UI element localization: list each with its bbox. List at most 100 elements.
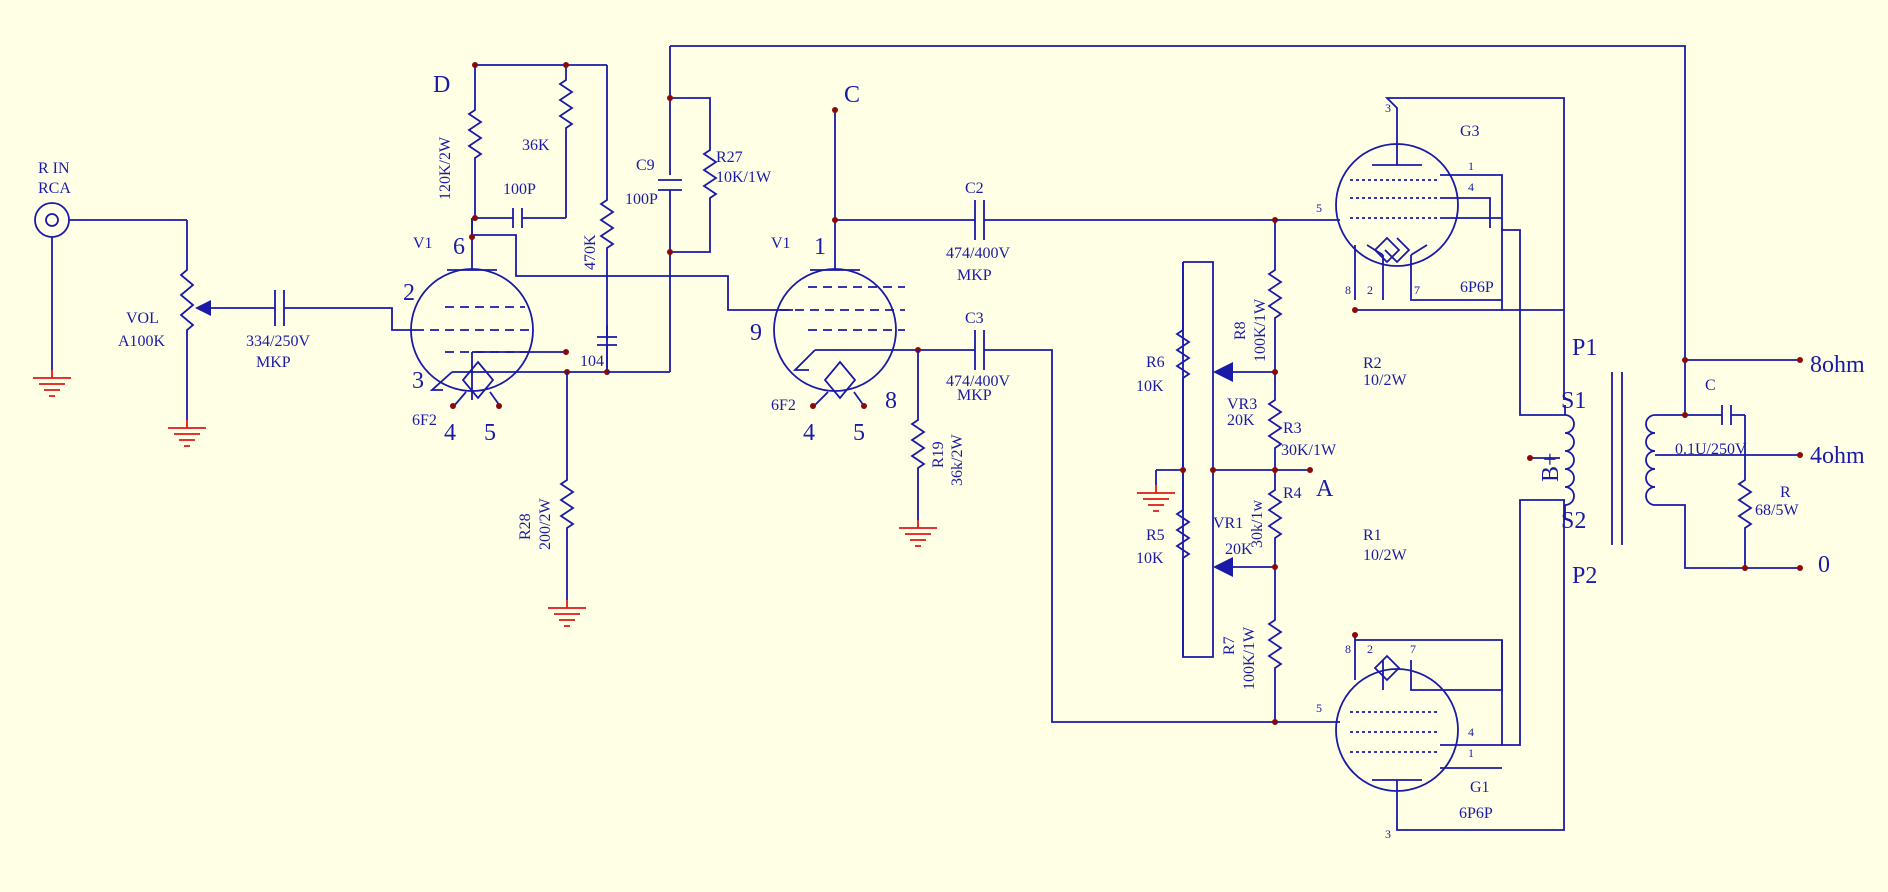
v1b-plate-and-c2 (832, 107, 1275, 240)
g3-output-tube (1275, 97, 1565, 400)
label-g1-p4: 4 (1468, 725, 1474, 739)
label-g1-p7: 7 (1410, 642, 1416, 656)
label-g3-p7: 7 (1414, 283, 1420, 297)
label-g1: G1 (1470, 779, 1490, 796)
label-rca: RCA (38, 180, 71, 197)
label-vr1: VR1 (1213, 515, 1243, 532)
label-vr3-val: 20K (1227, 412, 1255, 429)
label-a: A (1316, 476, 1334, 502)
label-vol: VOL (126, 310, 159, 327)
label-r7-val: 100K/1W (1241, 626, 1258, 690)
label-r27-val: 10K/1W (716, 169, 772, 186)
label-p2: P2 (1572, 563, 1597, 589)
label-g1-p8: 8 (1345, 642, 1351, 656)
label-r470k: 470K (582, 234, 599, 270)
label-r2-val: 10/2W (1363, 372, 1407, 389)
label-rin: R IN (38, 160, 70, 177)
label-cin-type: MKP (256, 354, 291, 371)
label-g3-p5: 5 (1316, 201, 1322, 215)
label-bplus: B+ (1538, 452, 1564, 482)
input-coupling-cap (273, 290, 415, 331)
v1-stage-b (773, 220, 918, 409)
g1-output-tube (1275, 500, 1565, 831)
label-g3-p2: 2 (1367, 283, 1373, 297)
label-r27: R27 (716, 149, 743, 166)
label-r5: R5 (1146, 527, 1165, 544)
label-pin4a: 4 (444, 420, 456, 446)
label-c2-type: MKP (957, 267, 992, 284)
label-s1: S1 (1561, 388, 1586, 414)
label-g1-p3: 3 (1385, 827, 1391, 841)
label-c104: 104 (580, 353, 604, 370)
label-r36k: 36K (522, 137, 550, 154)
label-r7: R7 (1221, 636, 1238, 655)
label-pin5a: 5 (484, 420, 496, 446)
label-p1: P1 (1572, 335, 1597, 361)
label-g1-p2: 2 (1367, 642, 1373, 656)
r28-cathode-resistor (547, 372, 587, 627)
label-r28: R28 (517, 513, 534, 540)
label-vol-val: A100K (118, 333, 166, 350)
output-transformer (1501, 228, 1803, 746)
label-v1b-tube: 6F2 (771, 397, 796, 414)
label-r1: R1 (1363, 527, 1382, 544)
label-r5-val: 10K (1136, 550, 1164, 567)
label-d: D (433, 72, 450, 98)
label-g1-p1: 1 (1468, 746, 1474, 760)
label-v1a-tube: 6F2 (412, 412, 437, 429)
v1-stage-a (410, 218, 567, 409)
label-r4-val: 30k/1w (1249, 500, 1266, 548)
label-c-out-val: 0.1U/250V (1675, 441, 1747, 458)
label-pin6: 6 (453, 234, 465, 260)
label-r2: R2 (1363, 355, 1382, 372)
label-pin3: 3 (412, 368, 424, 394)
label-g3-p1: 1 (1468, 159, 1474, 173)
label-pin4b: 4 (803, 420, 815, 446)
label-4ohm: 4ohm (1810, 443, 1865, 469)
label-g3-p8: 8 (1345, 283, 1351, 297)
label-r19: R19 (930, 441, 947, 468)
label-r6: R6 (1146, 354, 1165, 371)
label-g3-p3: 3 (1385, 101, 1391, 115)
label-r28-val: 200/2W (537, 498, 554, 550)
label-vr1-val: 20K (1225, 541, 1253, 558)
label-pin5b: 5 (853, 420, 865, 446)
label-c-node: C (844, 82, 860, 108)
label-r1-val: 10/2W (1363, 547, 1407, 564)
label-pin8: 8 (885, 388, 897, 414)
label-pin9: 9 (750, 320, 762, 346)
label-0ohm: 0 (1818, 552, 1830, 578)
label-g3-tube: 6P6P (1460, 279, 1494, 296)
label-r-out-val: 68/5W (1755, 502, 1799, 519)
label-r-out: R (1780, 484, 1791, 501)
label-r19-val: 36k/2W (949, 434, 966, 486)
label-cin: 334/250V (246, 333, 310, 350)
label-g3: G3 (1460, 123, 1480, 140)
label-g1-p5: 5 (1316, 701, 1322, 715)
label-r6-val: 10K (1136, 378, 1164, 395)
bias-network (1136, 217, 1313, 725)
label-r3-val: 30K/1W (1281, 442, 1337, 459)
label-c3: C3 (965, 310, 984, 327)
label-c3-type: MKP (957, 387, 992, 404)
label-r8: R8 (1232, 321, 1249, 340)
label-v1a: V1 (413, 235, 433, 252)
label-g3-p4: 4 (1468, 180, 1474, 194)
label-pin1: 1 (814, 234, 826, 260)
rca-input-jack (32, 202, 187, 397)
label-c9-val: 100P (625, 191, 658, 208)
label-r8-val: 100K/1W (1252, 298, 1269, 362)
label-r4: R4 (1283, 485, 1302, 502)
label-r3: R3 (1283, 420, 1302, 437)
label-pin2: 2 (403, 280, 415, 306)
feedback-network (607, 45, 1686, 373)
label-c2-val: 474/400V (946, 245, 1010, 262)
label-vr3: VR3 (1227, 396, 1257, 413)
label-c2: C2 (965, 180, 984, 197)
v1b-cathode-and-c3 (898, 330, 1275, 723)
label-c9: C9 (636, 157, 655, 174)
label-g1-tube: 6P6P (1459, 805, 1493, 822)
label-8ohm: 8ohm (1810, 352, 1865, 378)
labels: R IN RCA VOL A100K 334/250V MKP D 120K/2… (38, 72, 1865, 841)
